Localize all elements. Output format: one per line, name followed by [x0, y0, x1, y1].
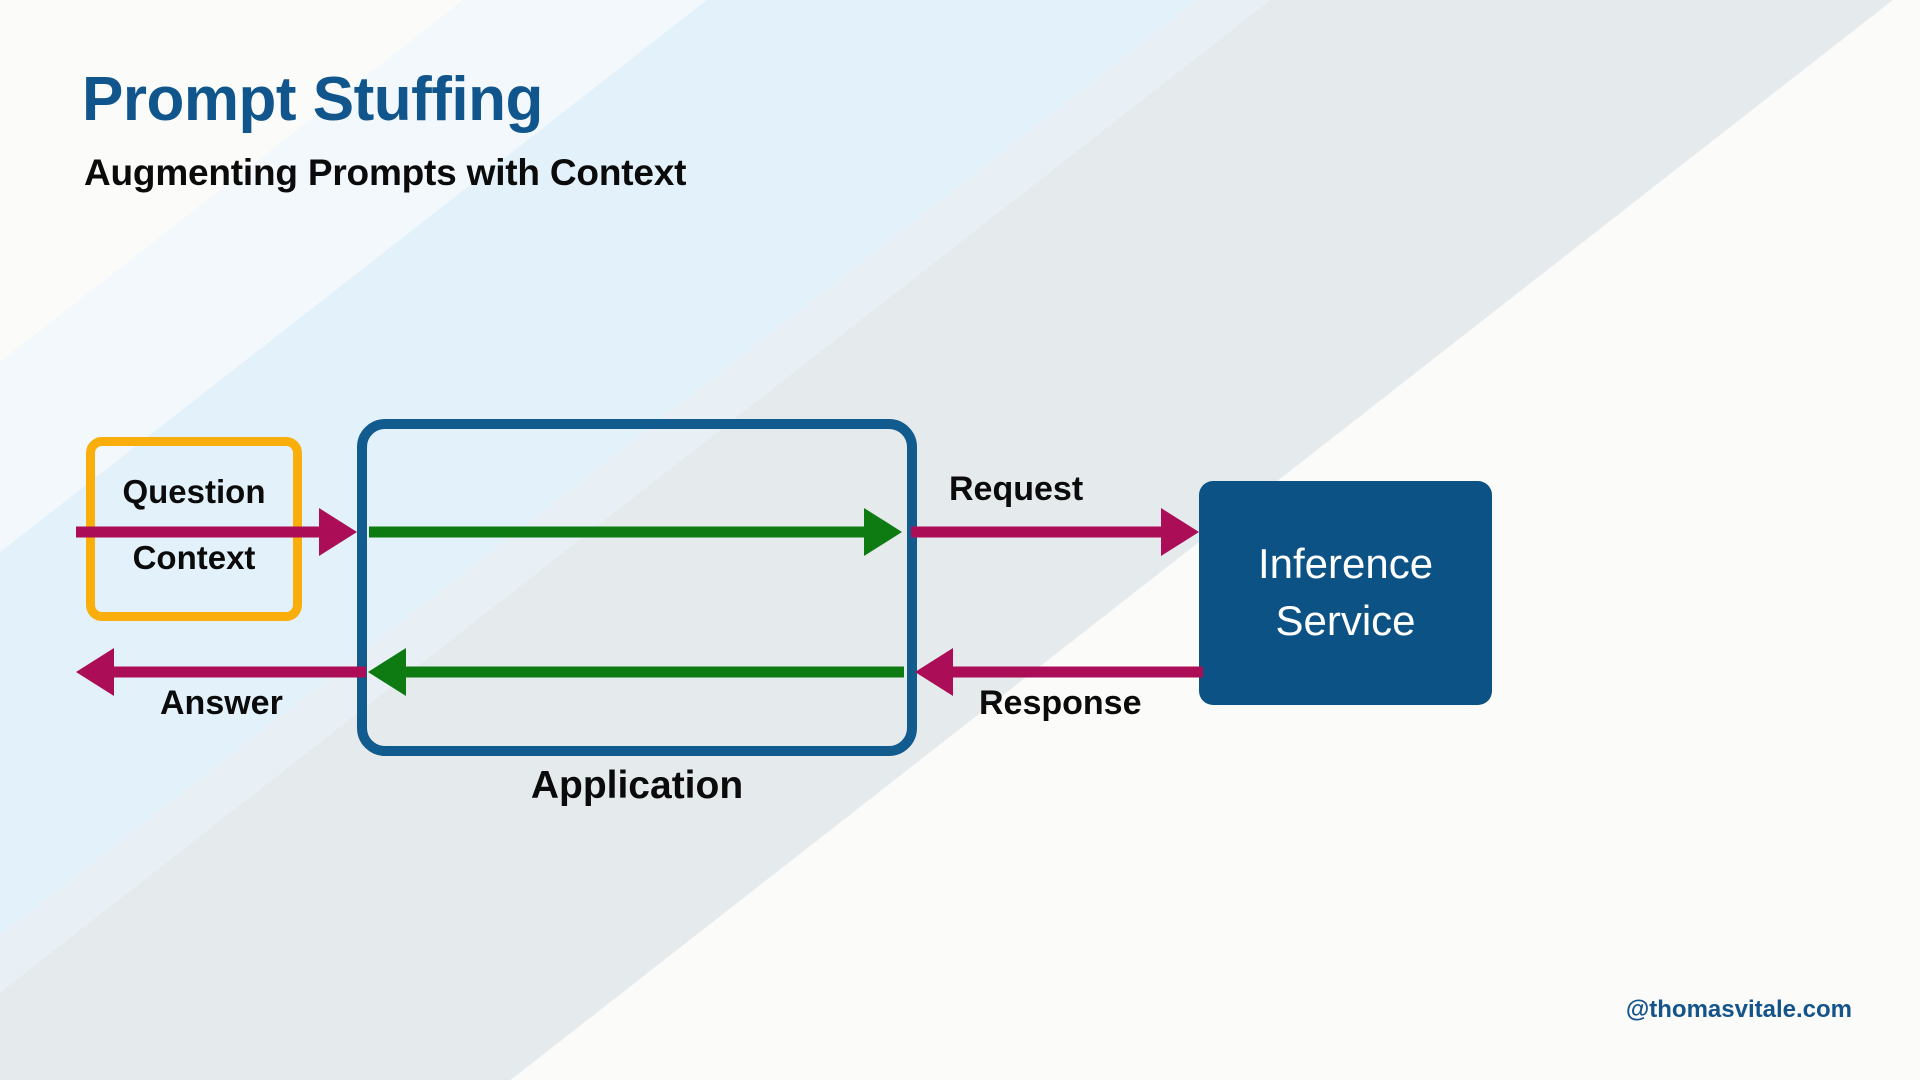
- arrow-head: [1161, 508, 1199, 556]
- arrow-head: [915, 648, 953, 696]
- arrow-response-label: Response: [979, 684, 1142, 722]
- arrow-request: [911, 508, 1203, 556]
- prompt-context-label: Context: [132, 539, 256, 576]
- arrow-application-backward: [368, 648, 904, 696]
- arrow-line: [404, 666, 904, 678]
- arrow-head: [368, 648, 406, 696]
- arrow-line: [911, 526, 1163, 538]
- arrow-line: [369, 526, 869, 538]
- inference-service-line2: Service: [1275, 597, 1416, 644]
- arrow-answer-label: Answer: [160, 684, 283, 722]
- page-subtitle: Augmenting Prompts with Context: [84, 152, 687, 193]
- arrow-head: [76, 648, 114, 696]
- watermark: @thomasvitale.com: [1625, 996, 1852, 1023]
- inference-service-box: Inference Service: [1199, 481, 1492, 705]
- arrow-line: [114, 666, 366, 678]
- prompt-question-label: Question: [122, 473, 266, 510]
- arrow-head: [864, 508, 902, 556]
- arrow-line: [76, 526, 324, 538]
- page-title: Prompt Stuffing: [82, 65, 543, 134]
- arrow-answer: [76, 648, 366, 696]
- arrow-application-forward: [369, 508, 903, 556]
- arrow-head: [319, 508, 357, 556]
- arrow-response: [915, 648, 1203, 696]
- inference-service-line1: Inference: [1257, 540, 1434, 588]
- inference-service-label: Inference Service: [1258, 536, 1433, 649]
- application-label: Application: [530, 764, 744, 807]
- application-box: [357, 419, 917, 756]
- arrow-line: [951, 666, 1203, 678]
- arrow-request-label: Request: [949, 470, 1084, 508]
